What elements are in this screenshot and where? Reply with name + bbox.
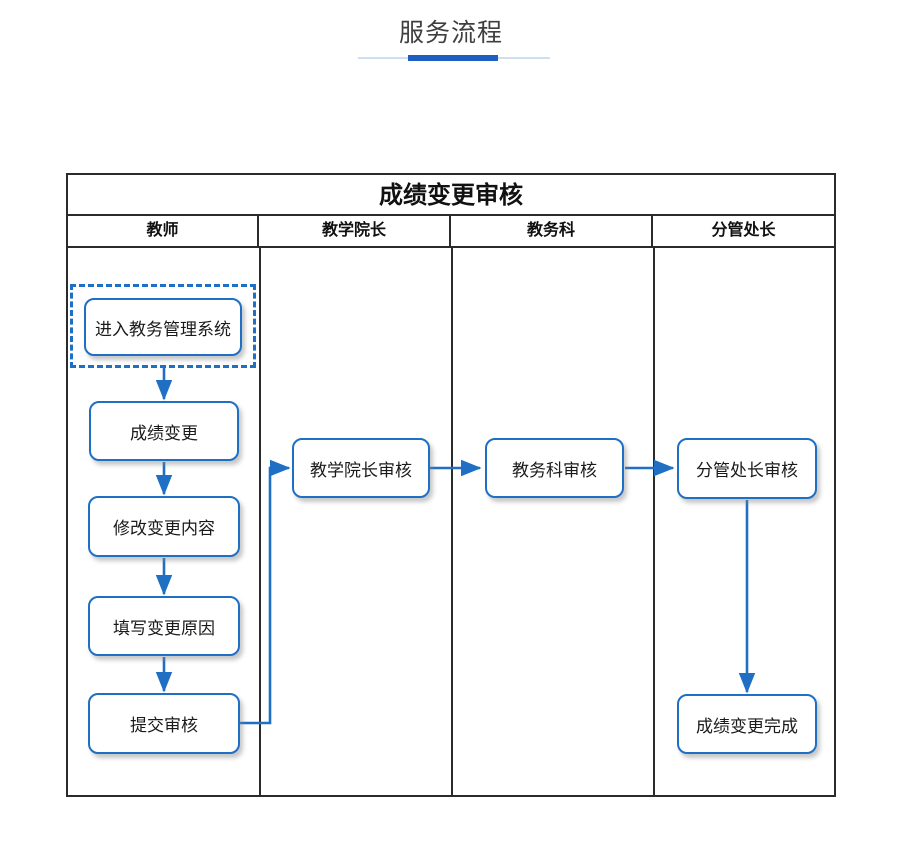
- node-score-change[interactable]: 成绩变更: [89, 401, 239, 461]
- node-enter-system[interactable]: 进入教务管理系统: [84, 298, 242, 356]
- node-office-review[interactable]: 教务科审核: [485, 438, 624, 498]
- lane-header-dean: 教学院长: [259, 216, 451, 246]
- lane-header-row: 教师 教学院长 教务科 分管处长: [68, 216, 834, 248]
- selection-highlight-enter-system[interactable]: [70, 284, 256, 368]
- page-header: 服务流程: [0, 0, 902, 80]
- node-dean-review[interactable]: 教学院长审核: [292, 438, 430, 498]
- title-underline-accent: [408, 55, 498, 61]
- flowchart-title: 成绩变更审核: [68, 175, 834, 216]
- page-title: 服务流程: [398, 19, 503, 47]
- node-change-complete[interactable]: 成绩变更完成: [677, 694, 817, 754]
- lane-divider-2: [451, 248, 453, 795]
- lane-divider-3: [653, 248, 655, 795]
- lane-header-teacher: 教师: [68, 216, 259, 246]
- node-edit-content[interactable]: 修改变更内容: [88, 496, 240, 557]
- node-director-review[interactable]: 分管处长审核: [677, 438, 817, 499]
- node-fill-reason[interactable]: 填写变更原因: [88, 596, 240, 656]
- node-submit-review[interactable]: 提交审核: [88, 693, 240, 754]
- lane-header-director: 分管处长: [711, 222, 776, 239]
- lane-header-academic-office: 教务科: [451, 216, 653, 246]
- lane-divider-1: [259, 248, 261, 795]
